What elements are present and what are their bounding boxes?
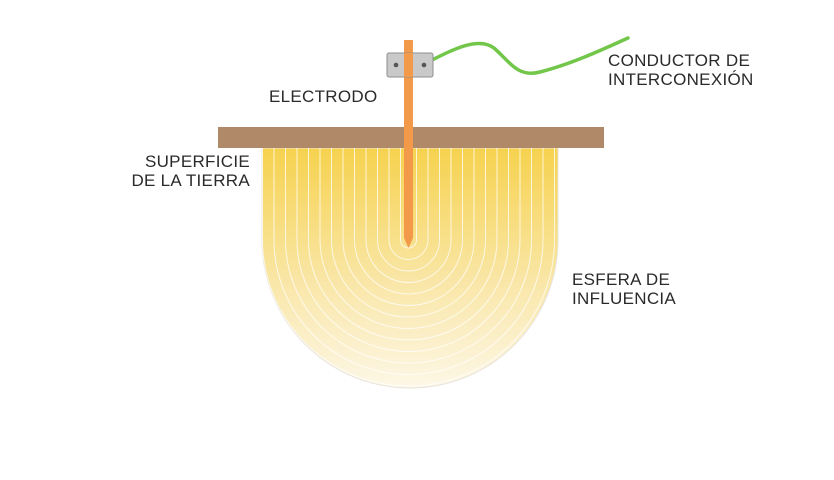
conductor-label: CONDUCTOR DE INTERCONEXIÓN (608, 51, 754, 89)
electrode-label-text: ELECTRODO (269, 87, 378, 106)
influence-contours (262, 148, 555, 387)
influence-contour (331, 148, 486, 318)
influence-contour (342, 148, 475, 306)
electrode-clamp (386, 52, 434, 78)
sphere-label-line1: ESFERA DE (572, 270, 671, 289)
clamp-bolt (393, 62, 399, 68)
conductor-label-line2: INTERCONEXIÓN (608, 70, 754, 89)
influence-contour (262, 148, 555, 387)
influence-contour (354, 148, 463, 295)
interconnection-conductor (426, 36, 630, 76)
influence-contour (273, 148, 544, 375)
surface-label-line1: SUPERFICIE (144, 152, 250, 171)
influence-contour (296, 148, 521, 352)
surface-label-line2: DE LA TIERRA (131, 171, 250, 190)
influence-zone (261, 147, 559, 389)
influence-contour (285, 148, 532, 364)
influence-contour (365, 148, 452, 283)
surface-label: SUPERFICIE DE LA TIERRA (104, 152, 250, 190)
influence-contour (377, 148, 440, 272)
influence-contour (388, 148, 429, 260)
sphere-of-influence (261, 147, 559, 389)
electrode-rod (404, 40, 413, 248)
clamp-bolt (421, 62, 427, 68)
electrode-label: ELECTRODO (269, 87, 378, 106)
sphere-label-line2: INFLUENCIA (572, 289, 677, 308)
influence-contour (308, 148, 509, 341)
influence-contour (319, 148, 498, 329)
sphere-label: ESFERA DE INFLUENCIA (572, 270, 676, 308)
conductor-label-line1: CONDUCTOR DE (608, 51, 751, 70)
